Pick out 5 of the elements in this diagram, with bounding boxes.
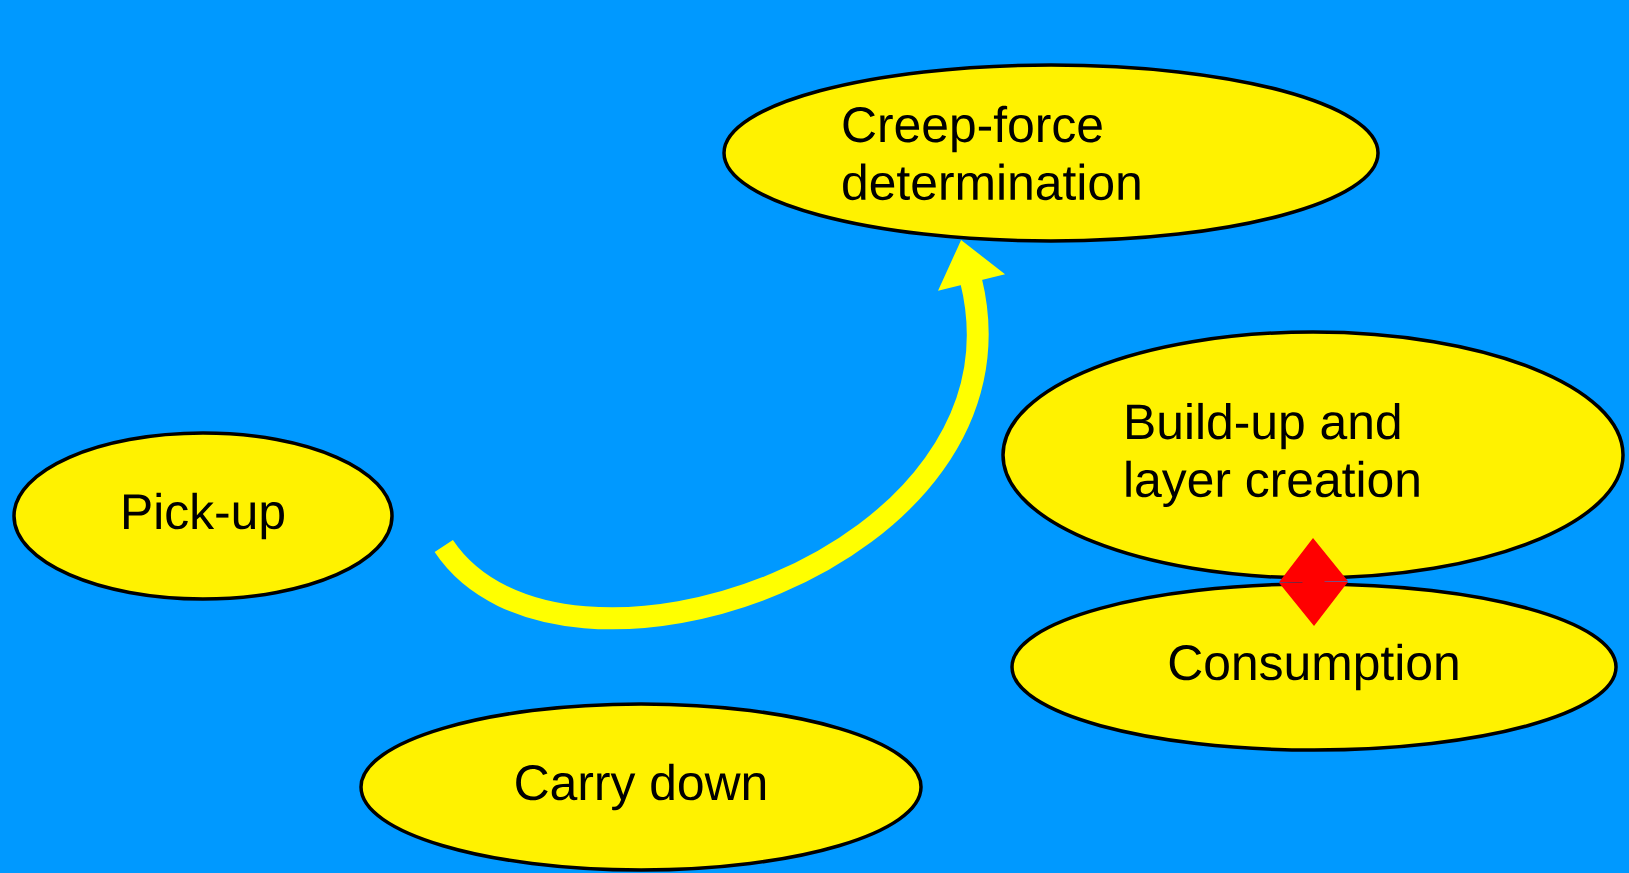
ellipse-node: Pick-up (12, 431, 394, 601)
ellipse-node: Creep-force determination (722, 63, 1380, 243)
ellipse-node: Carry down (359, 702, 923, 872)
ellipse-node: Consumption (1010, 582, 1618, 752)
ellipse-node: Build-up and layer creation (1001, 330, 1625, 580)
